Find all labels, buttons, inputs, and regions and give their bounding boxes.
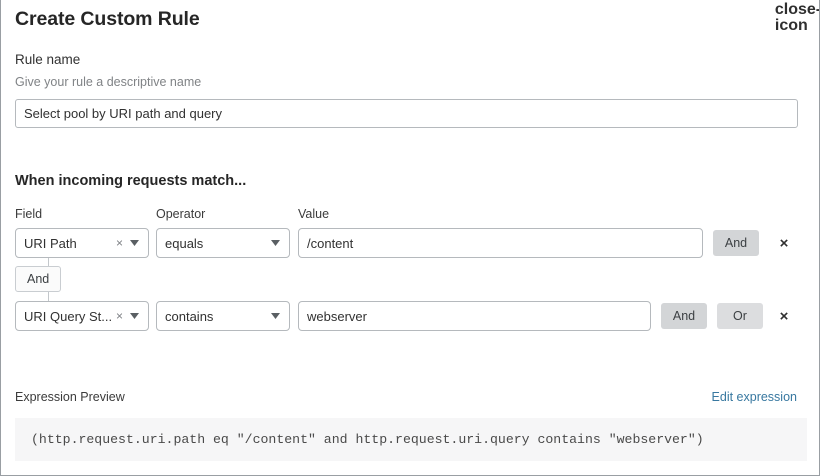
and-button-row-2[interactable]: And [661, 303, 707, 329]
chevron-down-icon[interactable] [271, 313, 280, 319]
close-icon[interactable]: close-icon [774, 1, 820, 34]
operator-select-row-1[interactable]: equals [156, 228, 290, 258]
group-and-badge[interactable]: And [15, 266, 62, 292]
field-select-row-2[interactable]: URI Query St... × [15, 301, 149, 331]
rule-name-input[interactable] [15, 99, 798, 128]
value-input-row-2[interactable] [298, 301, 651, 331]
or-button-row-2[interactable]: Or [717, 303, 763, 329]
operator-select-row-2[interactable]: contains [156, 301, 290, 331]
chevron-down-icon[interactable] [130, 240, 139, 246]
clear-field-icon[interactable]: × [115, 309, 123, 323]
column-header-field: Field [15, 207, 43, 221]
expression-preview-label: Expression Preview [15, 390, 125, 404]
field-select-row-1[interactable]: URI Path × [15, 228, 149, 258]
rule-name-label: Rule name [15, 52, 81, 67]
and-button-row-1[interactable]: And [713, 230, 759, 256]
delete-condition-icon-row-2[interactable]: × [779, 307, 789, 325]
field-select-value: URI Query St... [24, 308, 112, 324]
value-input-row-1[interactable] [298, 228, 703, 258]
expression-preview-code: (http.request.uri.path eq "/content" and… [15, 418, 807, 461]
chevron-down-icon[interactable] [271, 240, 280, 246]
field-select-value: URI Path [24, 235, 77, 251]
operator-select-value: contains [165, 308, 214, 324]
operator-select-value: equals [165, 235, 204, 251]
delete-condition-icon-row-1[interactable]: × [779, 234, 789, 252]
rule-name-help-text: Give your rule a descriptive name [15, 75, 202, 89]
column-header-operator: Operator [156, 207, 206, 221]
edit-expression-link[interactable]: Edit expression [711, 390, 797, 404]
chevron-down-icon[interactable] [130, 313, 139, 319]
match-section-heading: When incoming requests match... [15, 173, 247, 189]
page-title: Create Custom Rule [15, 8, 200, 30]
clear-field-icon[interactable]: × [115, 236, 123, 250]
column-header-value: Value [298, 207, 330, 221]
